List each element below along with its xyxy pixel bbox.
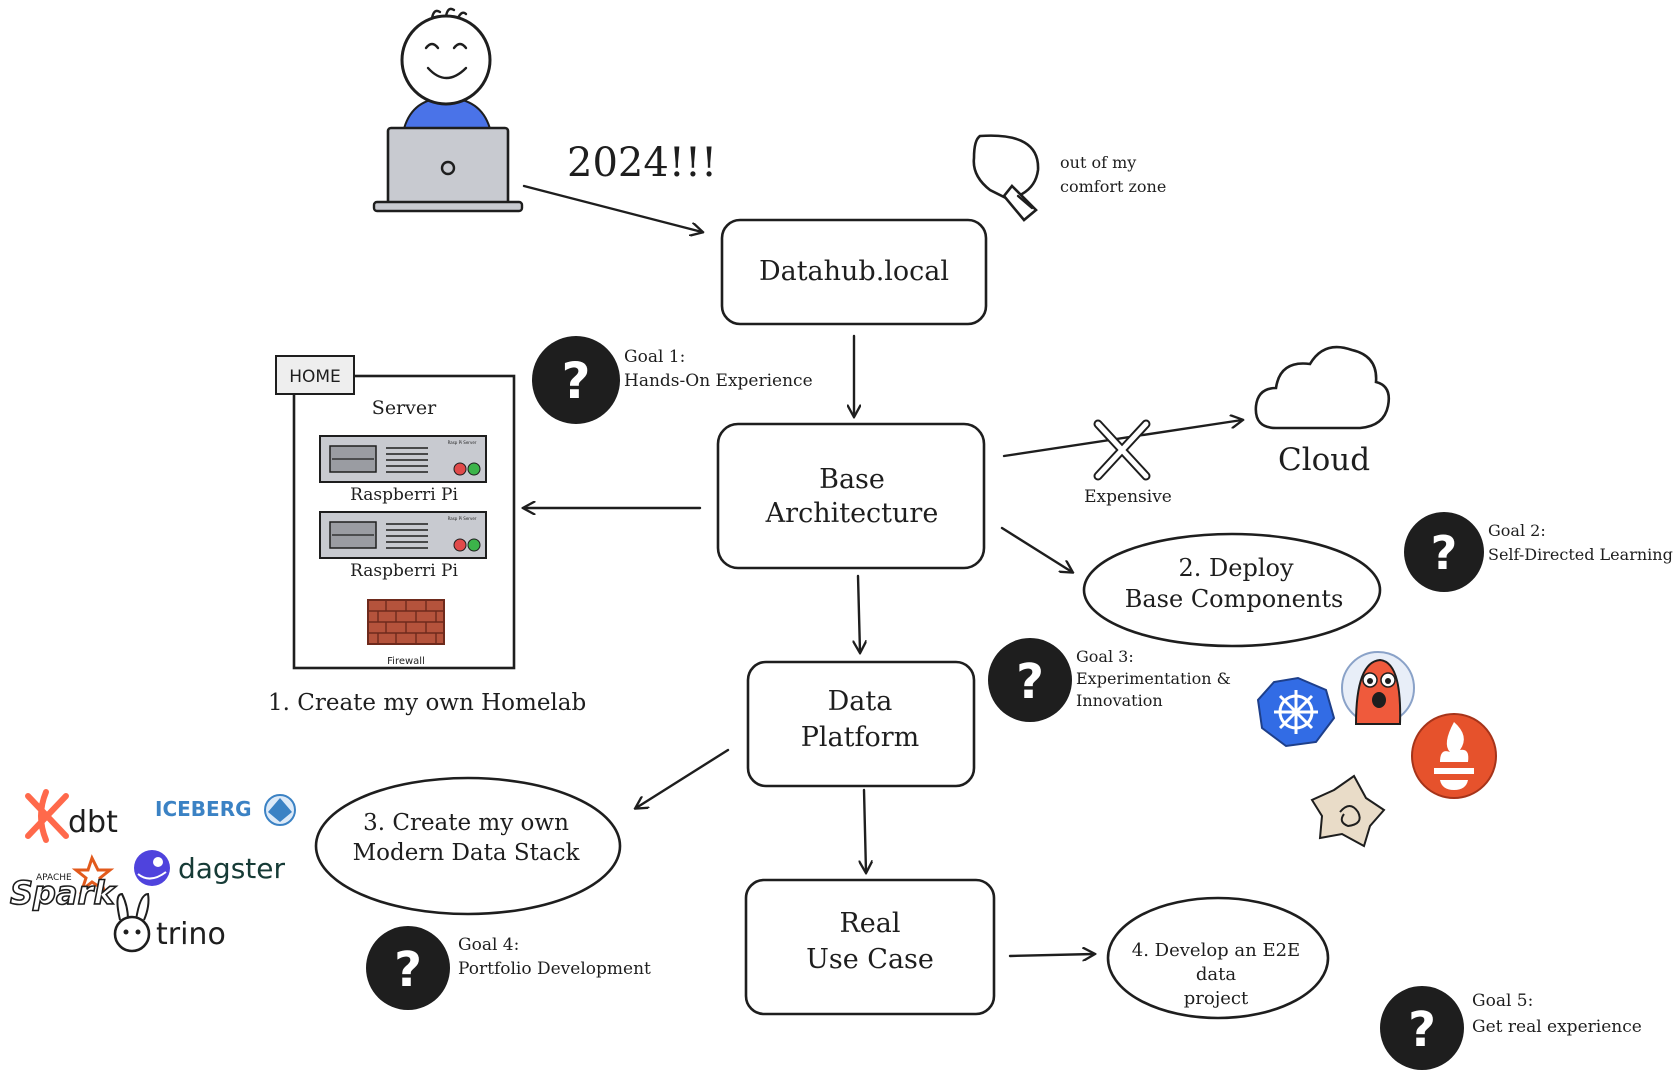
connectors [522, 184, 1242, 956]
goal-4-title: Goal 4: [458, 935, 519, 955]
node-data-platform-line-1: Data [828, 686, 893, 717]
iceberg-icon [264, 794, 296, 826]
node-datahub[interactable]: Datahub.local [720, 218, 988, 326]
server-icon: Rasp Pi Server [319, 511, 487, 559]
goal-2-badge [1404, 512, 1484, 592]
goal-3-title: Goal 3: [1076, 647, 1134, 666]
goal-5-symbol: ? [1408, 1002, 1436, 1058]
goal-5: ? Goal 5: Get real experience [1380, 986, 1642, 1070]
cloud-rejected-label: Expensive [1084, 487, 1172, 507]
goal-1-badge [532, 336, 620, 424]
arrow-data-platform-to-mds [636, 748, 730, 808]
goal-3-badge [988, 638, 1072, 722]
server-2-label: Raspberri Pi [350, 561, 458, 581]
goal-5-badge [1380, 986, 1464, 1070]
homelab-caption: 1. Create my own Homelab [268, 690, 586, 716]
spark-logo-text: Spark [10, 874, 116, 912]
dbt-icon [25, 789, 69, 843]
trino-logo-text: trino [156, 917, 226, 952]
comfort-note-line-2: comfort zone [1060, 177, 1166, 196]
homelab-server-title: Server [372, 397, 437, 419]
dbt-logo-text: dbt [68, 805, 118, 840]
goal-1-title: Goal 1: [624, 347, 685, 367]
cross-icon [1093, 419, 1151, 481]
node-base-line-1: Base [819, 464, 885, 495]
dagster-logo-text: dagster [178, 852, 285, 885]
iceberg-logo-text: ICEBERG [155, 797, 252, 821]
node-base-architecture[interactable]: Base Architecture [716, 422, 986, 570]
goal-5-title: Goal 5: [1472, 991, 1533, 1011]
node-e2e-project[interactable]: 4. Develop an E2E data project [1106, 896, 1330, 1020]
goal-5-line-1: Get real experience [1472, 1017, 1642, 1037]
goal-2: ? Goal 2: Self-Directed Learning [1404, 512, 1673, 592]
lightbulb-icon [972, 134, 1040, 222]
goal-1-line-1: Hands-On Experience [624, 371, 813, 391]
mascot-icon [1341, 651, 1415, 725]
arrow-base-to-data-platform [858, 574, 860, 652]
goal-1-symbol: ? [561, 352, 590, 410]
goal-4: ? Goal 4: Portfolio Development [366, 926, 651, 1010]
prometheus-icon [1411, 713, 1497, 799]
server-2-tag: Rasp Pi Server [448, 516, 477, 521]
node-data-platform[interactable]: Data Platform [746, 660, 976, 788]
trino-icon [113, 892, 151, 953]
node-modern-data-stack[interactable]: 3. Create my own Modern Data Stack [314, 776, 622, 916]
goal-3: ? Goal 3: Experimentation & Innovation [988, 638, 1231, 722]
node-e2e-line-3: project [1184, 988, 1249, 1009]
server-icon: Rasp Pi Server [319, 435, 487, 483]
cloud-label: Cloud [1278, 442, 1370, 478]
goal-2-title: Goal 2: [1488, 521, 1546, 540]
node-deploy-components[interactable]: 2. Deploy Base Components [1082, 532, 1382, 648]
spark-apache-text: APACHE [36, 873, 72, 883]
arrow-person-to-datahub [522, 184, 702, 232]
node-deploy-line-2: Base Components [1125, 585, 1344, 613]
goal-2-line-1: Self-Directed Learning [1488, 545, 1673, 564]
spark-icon [71, 854, 115, 895]
node-use-case-line-1: Real [839, 908, 900, 939]
goal-4-symbol: ? [394, 942, 422, 998]
firewall-icon [367, 599, 445, 645]
node-e2e-line-1: 4. Develop an E2E [1132, 940, 1300, 961]
person-at-laptop-icon [372, 7, 524, 213]
node-e2e-line-2: data [1196, 964, 1236, 985]
goal-3-line-1: Experimentation & [1076, 669, 1231, 688]
node-use-case-line-2: Use Case [806, 944, 934, 975]
node-datahub-label: Datahub.local [759, 256, 949, 287]
node-mds-line-1: 3. Create my own [363, 810, 569, 836]
server-1-tag: Rasp Pi Server [448, 440, 477, 445]
goal-4-badge [366, 926, 450, 1010]
homelab-tab: HOME [289, 367, 341, 387]
goal-4-line-1: Portfolio Development [458, 959, 651, 979]
goal-3-symbol: ? [1016, 654, 1044, 710]
node-deploy-line-1: 2. Deploy [1178, 554, 1293, 582]
shell-icon [1310, 774, 1386, 848]
firewall-label: Firewall [387, 656, 425, 667]
arrow-base-to-cloud [1002, 420, 1242, 458]
goal-3-line-2: Innovation [1076, 691, 1163, 710]
goal-2-symbol: ? [1431, 526, 1458, 580]
homelab-panel: HOME Server Rasp Pi Server Raspberri Pi … [275, 355, 516, 670]
cloud-icon [1254, 345, 1391, 430]
node-real-use-case[interactable]: Real Use Case [744, 878, 996, 1016]
arrow-use-case-to-e2e [1008, 954, 1094, 956]
goal-1: ? Goal 1: Hands-On Experience [532, 336, 813, 424]
dagster-icon [134, 850, 170, 886]
server-1-label: Raspberri Pi [350, 485, 458, 505]
comfort-note-line-1: out of my [1060, 153, 1136, 172]
year-label: 2024!!! [567, 140, 717, 186]
node-base-line-2: Architecture [765, 498, 939, 529]
arrow-base-to-deploy [1000, 526, 1072, 572]
node-data-platform-line-2: Platform [801, 722, 920, 753]
kubernetes-icon [1256, 676, 1336, 748]
arrow-data-platform-to-use-case [864, 788, 866, 872]
node-mds-line-2: Modern Data Stack [353, 840, 581, 866]
